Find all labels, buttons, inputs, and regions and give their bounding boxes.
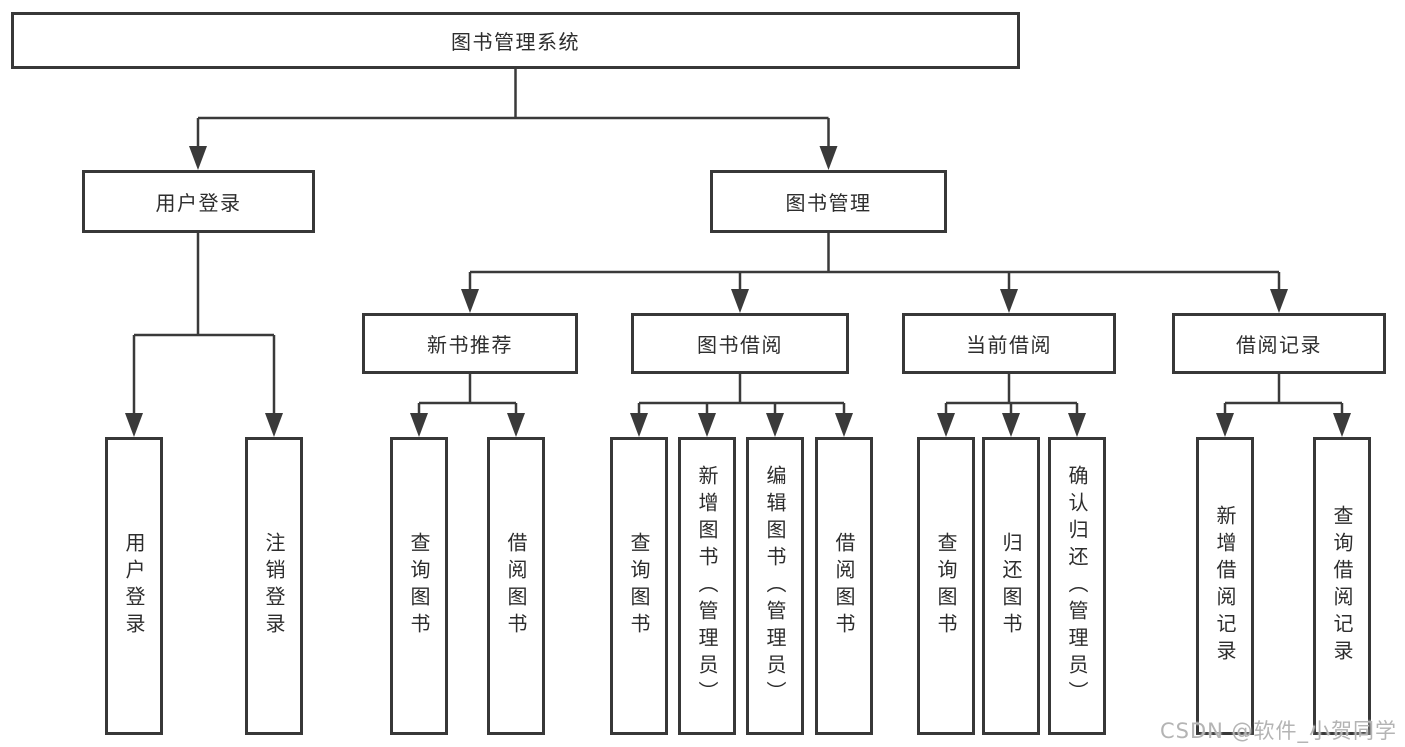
node-root: 图书管理系统 xyxy=(11,12,1020,69)
leaf-query-book-2: 查询图书 xyxy=(610,437,668,735)
leaf-query-book-3: 查询图书 xyxy=(917,437,975,735)
leaf-borrow-book-2: 借阅图书 xyxy=(815,437,873,735)
connector-strokes xyxy=(132,68,1344,415)
node-new-book-recommend: 新书推荐 xyxy=(362,313,578,374)
node-current-borrow: 当前借阅 xyxy=(902,313,1116,374)
leaf-return-book: 归还图书 xyxy=(982,437,1040,735)
arrow-head-icons xyxy=(125,146,1351,437)
node-book-borrow: 图书借阅 xyxy=(631,313,849,374)
leaf-query-book-1: 查询图书 xyxy=(390,437,448,735)
leaf-edit-book-admin: 编辑图书（管理员） xyxy=(746,437,804,735)
leaf-confirm-return-admin: 确认归还（管理员） xyxy=(1048,437,1106,735)
leaf-query-borrow-record: 查询借阅记录 xyxy=(1313,437,1371,735)
node-user-login: 用户登录 xyxy=(82,170,315,233)
node-book-management: 图书管理 xyxy=(710,170,947,233)
node-borrow-record: 借阅记录 xyxy=(1172,313,1386,374)
leaf-user-login: 用户登录 xyxy=(105,437,163,735)
leaf-borrow-book-1: 借阅图书 xyxy=(487,437,545,735)
csdn-watermark: CSDN @软件_小贺同学 xyxy=(1160,719,1398,743)
leaf-logout: 注销登录 xyxy=(245,437,303,735)
leaf-add-book-admin: 新增图书（管理员） xyxy=(678,437,736,735)
leaf-add-borrow-record: 新增借阅记录 xyxy=(1196,437,1254,735)
